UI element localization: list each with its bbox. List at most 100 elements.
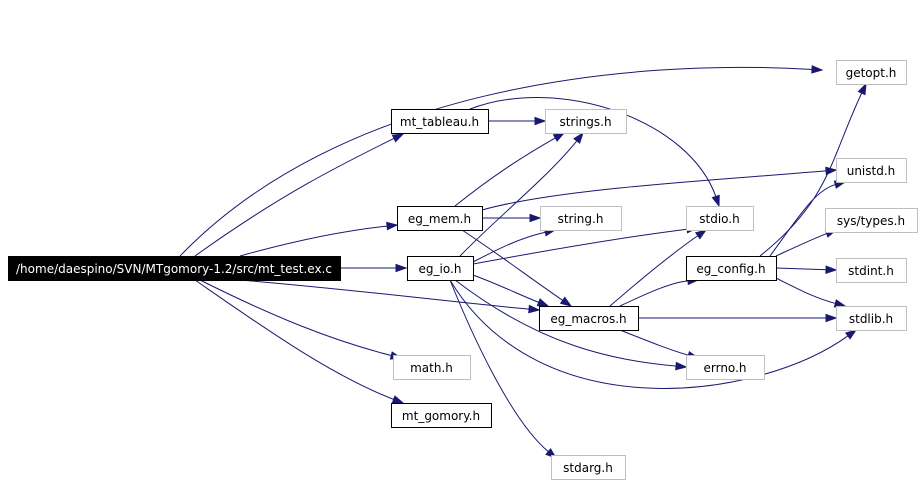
node-box xyxy=(391,109,489,134)
node-label: stdio.h xyxy=(699,212,739,226)
node-stdio: stdio.h xyxy=(686,206,754,231)
edge-arrowhead xyxy=(391,395,405,404)
edge-arrowhead xyxy=(844,329,858,340)
edge-line xyxy=(759,91,863,257)
edge-line xyxy=(619,329,690,357)
edge-eg_config-to-stdlib xyxy=(775,277,847,308)
node-mt_tableau[interactable]: mt_tableau.h xyxy=(391,109,489,134)
node-box xyxy=(836,158,907,183)
node-label: unistd.h xyxy=(847,164,896,178)
node-box xyxy=(551,455,626,480)
node-label: /home/daespino/SVN/MTgomory-1.2/src/mt_t… xyxy=(16,262,332,276)
node-label: eg_mem.h xyxy=(408,212,471,226)
node-systypes: sys/types.h xyxy=(825,208,918,233)
edge-line xyxy=(454,279,678,367)
edge-line xyxy=(769,183,837,257)
edge-eg_io-to-stdio xyxy=(472,225,699,265)
edge-root-to-mt_gomory xyxy=(194,279,405,404)
edge-line xyxy=(609,234,699,307)
edge-arrowhead xyxy=(833,299,847,308)
node-math: math.h xyxy=(393,355,471,380)
node-box xyxy=(686,256,777,281)
edge-root-to-math xyxy=(199,279,403,360)
edge-root-to-eg_macros xyxy=(239,279,541,314)
edge-root-to-getopt xyxy=(179,65,824,257)
edge-line xyxy=(481,170,828,211)
node-box xyxy=(391,403,492,428)
edge-eg_mem-to-strings xyxy=(454,132,566,207)
node-eg_mem[interactable]: eg_mem.h xyxy=(397,206,483,231)
node-label: mt_tableau.h xyxy=(400,115,479,129)
node-mt_gomory[interactable]: mt_gomory.h xyxy=(391,403,492,428)
node-stdlib: stdlib.h xyxy=(836,306,907,331)
node-stdarg: stdarg.h xyxy=(551,455,626,480)
edge-line xyxy=(239,225,389,257)
edge-eg_macros-to-stdio xyxy=(609,229,708,307)
node-root: /home/daespino/SVN/MTgomory-1.2/src/mt_t… xyxy=(8,256,341,281)
node-label: mt_gomory.h xyxy=(402,409,480,423)
node-string: string.h xyxy=(540,206,622,231)
edge-arrowhead xyxy=(711,194,720,208)
node-layer: /home/daespino/SVN/MTgomory-1.2/src/mt_t… xyxy=(8,60,918,480)
edge-arrowhead xyxy=(573,131,584,144)
node-strings: strings.h xyxy=(545,109,627,134)
node-label: eg_config.h xyxy=(696,262,765,276)
edge-line xyxy=(775,267,828,271)
edge-root-to-eg_mem xyxy=(239,221,399,257)
node-label: sys/types.h xyxy=(837,214,905,228)
edge-line xyxy=(449,279,550,453)
node-box xyxy=(8,256,341,281)
edge-line xyxy=(619,280,690,307)
edge-eg_config-to-stdint xyxy=(775,265,838,274)
node-label: eg_macros.h xyxy=(550,312,626,326)
node-label: errno.h xyxy=(704,361,747,375)
node-box xyxy=(836,60,907,85)
node-errno: errno.h xyxy=(686,355,765,380)
node-getopt: getopt.h xyxy=(836,60,907,85)
edge-arrowhead xyxy=(391,133,405,143)
edge-line xyxy=(199,279,393,357)
edge-arrowhead xyxy=(811,65,824,74)
edge-line xyxy=(775,277,837,305)
node-eg_macros[interactable]: eg_macros.h xyxy=(539,306,639,331)
edge-eg_mem-to-eg_macros xyxy=(461,229,573,307)
edge-line xyxy=(194,279,395,401)
node-box xyxy=(545,109,627,134)
edge-arrowhead xyxy=(559,296,573,307)
node-eg_config[interactable]: eg_config.h xyxy=(686,256,777,281)
edge-eg_mem-to-unistd xyxy=(481,166,838,211)
edge-arrowhead xyxy=(386,221,399,231)
edge-line xyxy=(472,228,689,265)
edge-root-to-mt_tableau xyxy=(194,133,405,257)
edge-line xyxy=(179,66,814,257)
edge-arrowhead xyxy=(536,298,550,307)
edge-line xyxy=(239,279,531,310)
node-label: stdarg.h xyxy=(563,461,613,475)
edge-mt_tableau-to-strings xyxy=(488,116,547,126)
node-box xyxy=(407,256,474,281)
edge-line xyxy=(472,231,547,263)
edge-arrowhead xyxy=(528,304,541,314)
edge-eg_io-to-strings xyxy=(459,131,584,257)
node-box xyxy=(397,206,483,231)
edge-eg_io-to-eg_macros xyxy=(472,274,550,307)
node-box xyxy=(540,206,622,231)
node-label: getopt.h xyxy=(846,66,897,80)
edge-arrowhead xyxy=(694,229,708,240)
node-unistd: unistd.h xyxy=(836,158,907,183)
edge-layer xyxy=(179,65,867,459)
node-box xyxy=(825,208,918,233)
node-label: math.h xyxy=(410,361,453,375)
edge-arrowhead xyxy=(825,313,838,323)
edge-arrowhead xyxy=(552,132,566,142)
node-box xyxy=(836,306,907,331)
node-box xyxy=(836,258,907,283)
edge-arrowhead xyxy=(857,82,867,96)
edge-eg_io-to-errno xyxy=(454,279,688,371)
edge-line xyxy=(459,139,578,257)
edge-eg_io-to-stdlib xyxy=(449,279,858,389)
edge-line xyxy=(472,274,540,304)
node-eg_io[interactable]: eg_io.h xyxy=(407,256,474,281)
edge-line xyxy=(454,137,557,207)
edge-eg_macros-to-eg_config xyxy=(619,276,700,307)
